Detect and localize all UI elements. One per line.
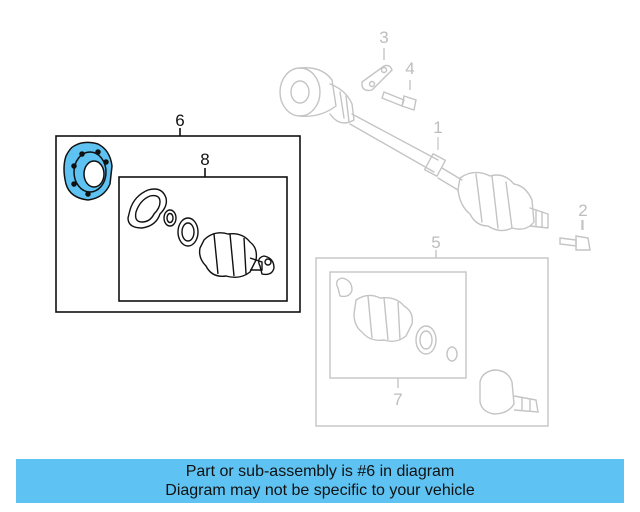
leader-lines	[437, 137, 584, 230]
clamp-part	[257, 255, 275, 276]
bolt-part-2	[559, 220, 591, 251]
axle-shaft-assembly	[279, 67, 549, 232]
bracket-part-3	[361, 48, 393, 92]
kit-box-part-5	[315, 250, 549, 427]
ring-part	[177, 217, 199, 247]
callout-2: 2	[578, 201, 587, 220]
callout-3: 3	[379, 28, 388, 47]
callout-1: 1	[433, 118, 442, 137]
callout-8: 8	[200, 150, 209, 169]
banner-line-2: Diagram may not be specific to your vehi…	[165, 482, 475, 499]
callout-5: 5	[431, 233, 440, 252]
callout-6: 6	[175, 111, 184, 130]
callout-7: 7	[393, 390, 402, 409]
kit-box-part-6	[55, 128, 301, 313]
gasket-part	[127, 188, 168, 229]
parts-diagram: 6 8 1 2 3 4 5 7	[55, 28, 591, 427]
callout-4: 4	[405, 59, 414, 78]
circlip-part	[163, 209, 177, 227]
info-banner: Part or sub-assembly is #6 in diagram Di…	[16, 459, 624, 503]
cv-joint-highlight	[63, 141, 113, 201]
banner-line-1: Part or sub-assembly is #6 in diagram	[185, 463, 455, 480]
bolt-part-4	[381, 80, 417, 111]
boot-part	[198, 232, 263, 279]
